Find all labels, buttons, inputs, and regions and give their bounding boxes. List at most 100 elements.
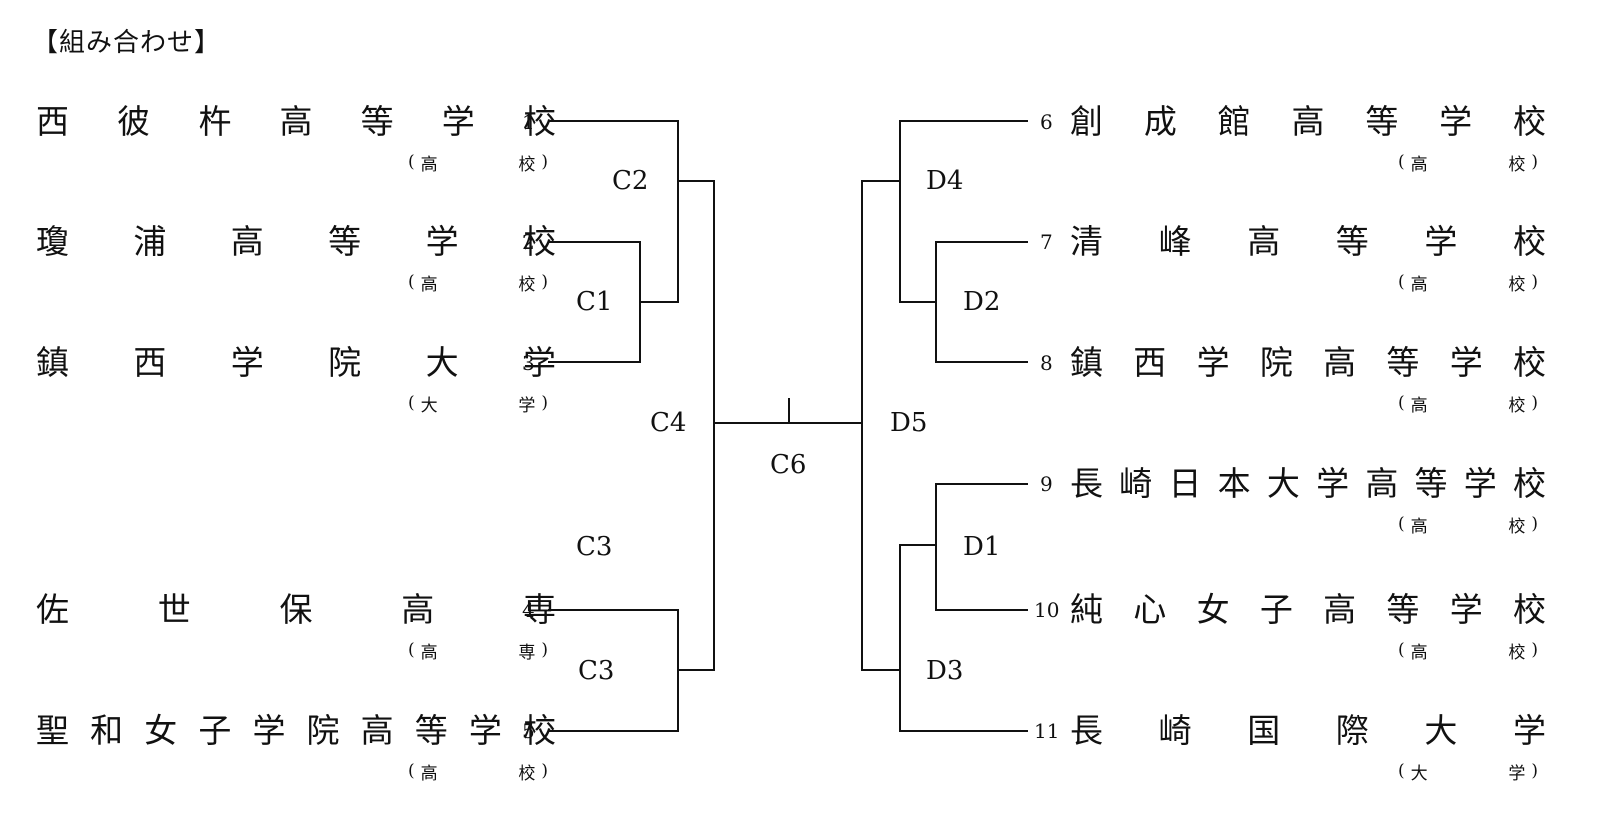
team-name-char: 崎 [1119,464,1153,503]
team-type-char: 校 [1508,395,1526,416]
team-name-char: 世 [157,590,191,629]
team-type-char: 高 [1410,395,1428,416]
seed-number: 8 [1040,351,1053,375]
team-type-char: 高 [420,274,438,295]
team-name-char: 院 [328,343,362,382]
match-label-c2: C2 [612,166,649,196]
left-team-3: 鎮西学院大学 (大学) [36,343,556,427]
team-name-char: 校 [1512,343,1546,382]
team-type: (高専) [408,638,548,663]
team-type-char: 高 [420,763,438,784]
seed-number: 1 [522,110,535,134]
team-name-char: 高 [360,711,394,750]
team-type: (高校) [1398,638,1538,663]
paren-open: ( [408,761,415,781]
team-name-char: 校 [1512,222,1546,261]
team-name-char: 心 [1133,590,1167,629]
left-team-4: 佐世保高専 (高専) [36,590,556,674]
paren-close: ) [541,272,548,292]
bracket-line-d5 [861,180,900,671]
team-name: 創成館高等学校 [1070,102,1546,142]
team-type-text: 大学 [415,391,542,416]
paren-close: ) [541,761,548,781]
paren-close: ) [541,152,548,172]
seed-number: 2 [522,230,535,254]
team-name-char: 等 [1414,464,1448,503]
team-name-char: 浦 [133,222,167,261]
team-name-char: 崎 [1158,711,1192,750]
right-team-7: 清峰高等学校 (高校) [1070,222,1546,306]
team-name-char: 保 [279,590,313,629]
team-type-char: 校 [518,763,536,784]
team-name-char: 等 [414,711,448,750]
team-type-text: 高校 [415,759,542,784]
team-name-char: 成 [1143,102,1177,141]
team-name-char: 際 [1335,711,1369,750]
team-name-char: 日 [1168,464,1202,503]
team-name-char: 学 [1196,343,1230,382]
match-label-c6: C6 [770,450,807,480]
team-name: 佐世保高専 [36,590,556,630]
team-name: 西彼杵高等学校 [36,102,556,142]
team-name-char: 等 [328,222,362,261]
team-type-char: 学 [1508,763,1526,784]
paren-close: ) [1531,393,1538,413]
team-name-char: 西 [1133,343,1167,382]
team-name-char: 校 [1512,102,1546,141]
team-type-char: 校 [1508,154,1526,175]
team-name: 聖和女子学院高等学校 [36,711,556,751]
right-team-6: 創成館高等学校 (高校) [1070,102,1546,186]
team-name-char: 女 [1196,590,1230,629]
team-name-char: 鎮 [36,343,69,382]
team-type-text: 高校 [1405,512,1532,537]
team-name-char: 学 [252,711,286,750]
team-type-char: 専 [518,642,536,663]
team-name-char: 高 [279,102,313,141]
team-name-char: 学 [230,343,264,382]
paren-close: ) [1531,761,1538,781]
seed-number: 7 [1040,230,1053,254]
team-name-char: 杵 [198,102,232,141]
team-name-char: 学 [1463,464,1497,503]
team-name-char: 峰 [1158,222,1192,261]
team-name-char: 西 [36,102,69,141]
paren-open: ( [408,640,415,660]
team-name-char: 学 [468,711,502,750]
team-name-char: 等 [1365,102,1399,141]
match-label-d2: D2 [963,287,1001,317]
team-name-char: 高 [1365,464,1399,503]
team-name-char: 大 [1266,464,1300,503]
team-name-char: 高 [1291,102,1325,141]
team-name-char: 館 [1217,102,1251,141]
team-name-char: 大 [1424,711,1458,750]
team-name-char: 大 [425,343,459,382]
team-name-char: 高 [230,222,264,261]
team-name-char: 和 [90,711,124,750]
paren-open: ( [408,152,415,172]
team-type-char: 校 [518,274,536,295]
bracket-line-c2 [548,120,679,303]
team-name-char: 学 [1512,711,1546,750]
match-label-d3: D3 [926,656,964,686]
team-name-char: 彼 [117,102,151,141]
team-name-char: 子 [1259,590,1293,629]
seed-number: 11 [1034,719,1060,743]
team-name-char: 学 [1316,464,1350,503]
team-type: (高校) [1398,391,1538,416]
team-name-char: 高 [1323,590,1357,629]
paren-open: ( [408,393,415,413]
bracket-line-c4 [678,180,715,671]
paren-open: ( [408,272,415,292]
team-name-char: 学 [1439,102,1473,141]
team-name: 瓊浦高等学校 [36,222,556,262]
team-name-char: 院 [306,711,340,750]
team-type-char: 校 [1508,274,1526,295]
team-type-char: 校 [1508,642,1526,663]
match-label-d4: D4 [926,166,964,196]
paren-open: ( [1398,152,1405,172]
team-name-char: 学 [1424,222,1458,261]
paren-close: ) [541,393,548,413]
right-team-8: 鎮西学院高等学校 (高校) [1070,343,1546,427]
team-name-char: 女 [144,711,178,750]
